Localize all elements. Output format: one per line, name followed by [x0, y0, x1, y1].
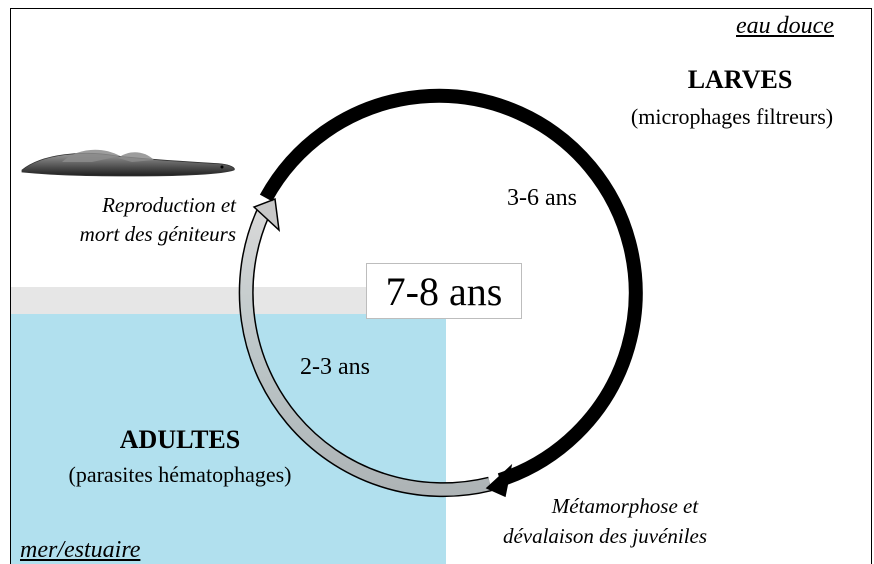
metamorphosis-label-line2: dévalaison des juvéniles	[502, 524, 708, 548]
reproduction-label-line1: Reproduction et	[102, 193, 236, 217]
reproduction-label-line2: mort des géniteurs	[79, 222, 236, 246]
adults-duration: 2-3 ans	[300, 354, 370, 380]
lamprey-illustration	[21, 149, 235, 177]
larvae-duration: 3-6 ans	[507, 185, 577, 211]
larval-arrowhead	[485, 463, 513, 498]
sea-label: mer/estuaire	[20, 537, 141, 563]
metamorphosis-label-line1: Métamorphose et	[551, 494, 699, 518]
adults-subtitle: (parasites hématophages)	[68, 462, 292, 487]
total-duration-text: 7-8 ans	[385, 268, 503, 314]
adult-arrowhead	[252, 197, 281, 232]
larvae-title: LARVES	[687, 65, 793, 94]
adults-title: ADULTES	[119, 425, 241, 454]
adult-arc	[238, 209, 492, 498]
sea-zone	[11, 314, 446, 564]
larval-arc	[259, 88, 643, 487]
diagram-frame	[10, 8, 872, 564]
total-duration: 7-8 ans	[366, 263, 522, 319]
adult-arc-fill	[240, 210, 492, 496]
freshwater-label: eau douce	[736, 13, 834, 39]
larvae-subtitle: (microphages filtreurs)	[630, 104, 834, 129]
